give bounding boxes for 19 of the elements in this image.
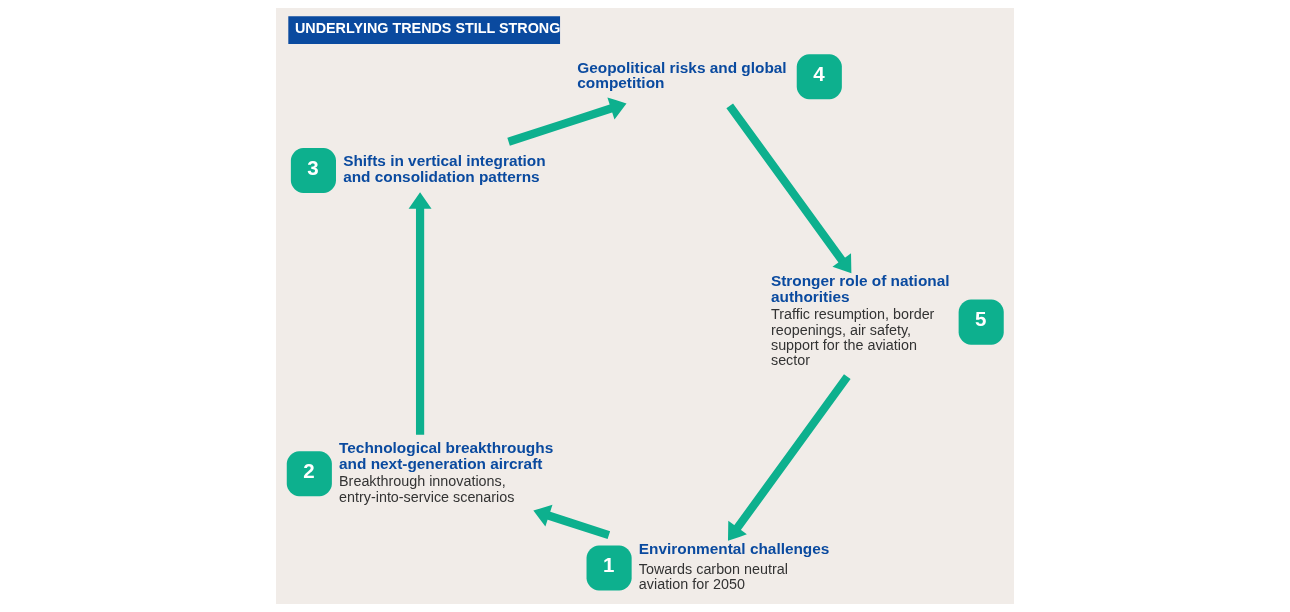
arrow — [507, 97, 627, 146]
node-label: Traffic resumption, border reopenings, air safety, support for the aviation sector — [770, 306, 935, 369]
node-box: 3 — [290, 147, 336, 194]
arrow — [727, 374, 851, 541]
node-label: Geopolitical risks and global competition — [577, 58, 787, 92]
node-box: 2 — [286, 451, 332, 497]
arrow — [726, 103, 852, 274]
node-box: 1 — [586, 545, 632, 591]
node-box: 4 — [796, 54, 842, 100]
arrow — [408, 192, 432, 435]
node-label: Environmental challenges — [638, 540, 830, 558]
node-label: Towards carbon neutral aviation for 2050 — [638, 560, 788, 593]
node-label: Shifts in vertical integration and consolidation patterns — [343, 152, 546, 185]
node-box: 5 — [958, 299, 1004, 345]
node-label: Breakthrough innovations, entry-into-service scenarios — [339, 473, 515, 505]
node-label: Stronger role of national authorities — [770, 272, 950, 305]
diagram-title: UNDERLYING TRENDS STILL STRONG — [294, 20, 561, 37]
arrow — [533, 504, 611, 540]
node-label: Technological breakthroughs and next-generation aircraft — [339, 439, 554, 472]
